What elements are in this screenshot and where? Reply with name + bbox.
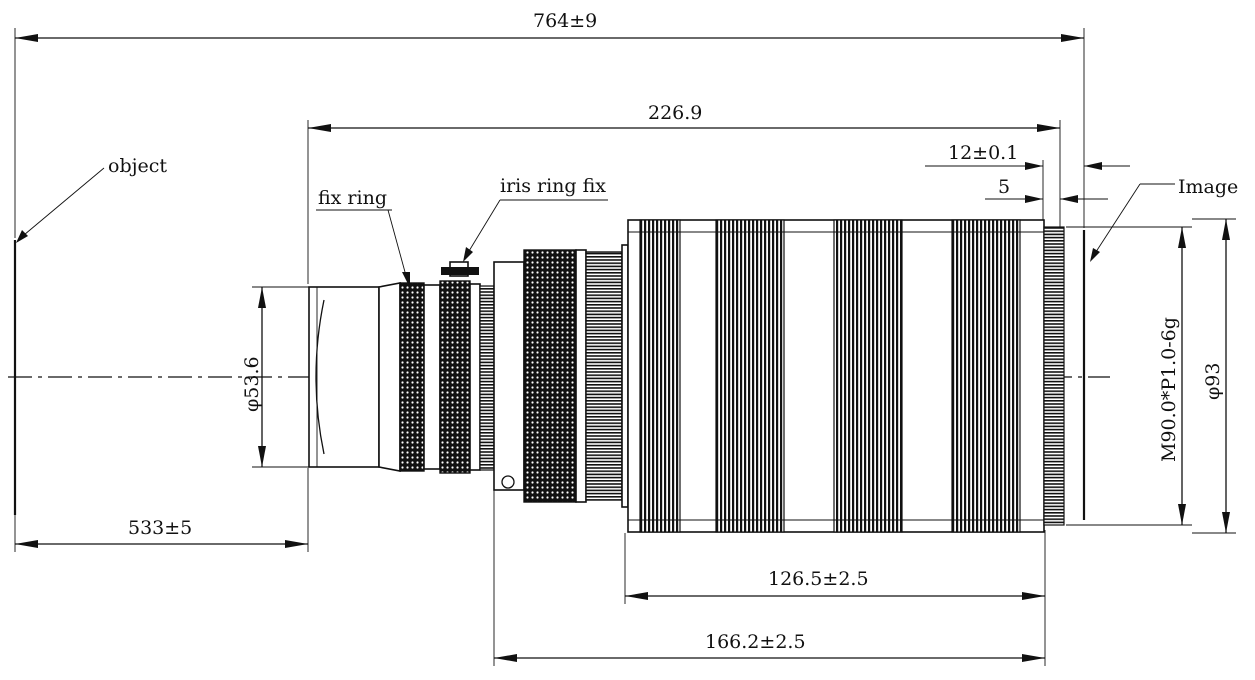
svg-text:126.5±2.5: 126.5±2.5 [768,568,869,590]
lens-body [308,219,1065,533]
svg-text:5: 5 [998,176,1010,198]
zoom-ring-2 [715,219,785,533]
dim-lens-length: 226.9 [307,102,1061,284]
dim-rear-body-length: 126.5±2.5 [624,530,1046,604]
dim-mid-body-length: 166.2±2.5 [493,490,1046,666]
iris-ring [439,280,471,474]
svg-text:533±5: 533±5 [128,517,192,539]
zoom-ring-1 [639,219,681,533]
zoom-ring-3 [833,219,903,533]
svg-text:226.9: 226.9 [648,102,702,124]
image-label: Image [1178,176,1238,198]
dim-object-distance: 533±5 [14,468,309,552]
svg-text:φ93: φ93 [1202,363,1224,400]
fix-ring [399,282,425,472]
front-barrel [308,286,380,468]
dim-total-length: 764±9 [14,10,1085,238]
svg-text:iris ring fix: iris ring fix [500,175,606,197]
iris-ring-fix-callout: iris ring fix [463,175,608,262]
object-label: object [108,155,167,177]
zoom-ring-4 [951,219,1021,533]
dim-thread: M90.0*P1.0-6g [1066,226,1192,526]
fix-ring-callout: fix ring [316,187,410,288]
middle-body [493,261,525,491]
rear-thread [1043,226,1065,526]
dim-flange-12: 12±0.1 [925,142,1130,228]
dim-flange-5: 5 [985,176,1108,203]
svg-text:166.2±2.5: 166.2±2.5 [705,631,806,653]
svg-text:φ53.6: φ53.6 [241,356,263,412]
dim-front-diameter: φ53.6 [241,286,312,468]
svg-text:M90.0*P1.0-6g: M90.0*P1.0-6g [1158,317,1180,462]
dim-rear-diameter: φ93 [1192,218,1236,534]
svg-text:fix ring: fix ring [318,187,387,209]
svg-text:12±0.1: 12±0.1 [948,142,1018,164]
svg-text:764±9: 764±9 [533,10,597,32]
object-leader [17,167,105,241]
